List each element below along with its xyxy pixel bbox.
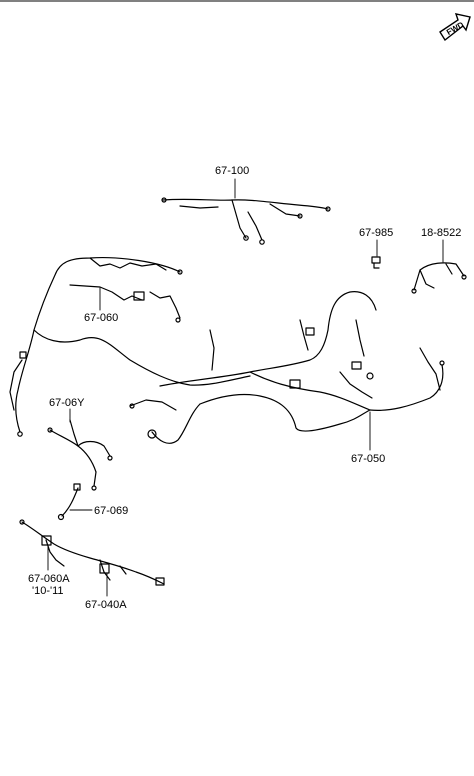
part-label-67-100[interactable]: 67-100 <box>215 165 250 177</box>
harness-67-06Y <box>47 419 113 491</box>
part-label-67-060[interactable]: 67-060 <box>84 312 119 324</box>
part-label-67-040A[interactable]: 67-040A <box>85 599 127 611</box>
part-label-67-06Y[interactable]: 67-06Y <box>49 397 85 409</box>
harness-18-8522 <box>411 262 467 294</box>
part-note-year-range: '10-'11 <box>32 585 64 597</box>
part-label-67-050[interactable]: 67-050 <box>351 453 386 465</box>
harness-67-069 <box>57 483 81 521</box>
part-label-18-8522[interactable]: 18-8522 <box>421 227 462 239</box>
harness-67-050 <box>129 291 445 444</box>
part-67-985 <box>371 256 381 269</box>
fwd-arrow-icon <box>439 13 471 42</box>
harness-67-060-main <box>9 257 251 437</box>
part-label-67-069[interactable]: 67-069 <box>94 505 129 517</box>
harness-67-100 <box>161 197 331 245</box>
part-label-67-060A[interactable]: 67-060A <box>28 573 70 585</box>
part-label-67-985[interactable]: 67-985 <box>359 227 394 239</box>
